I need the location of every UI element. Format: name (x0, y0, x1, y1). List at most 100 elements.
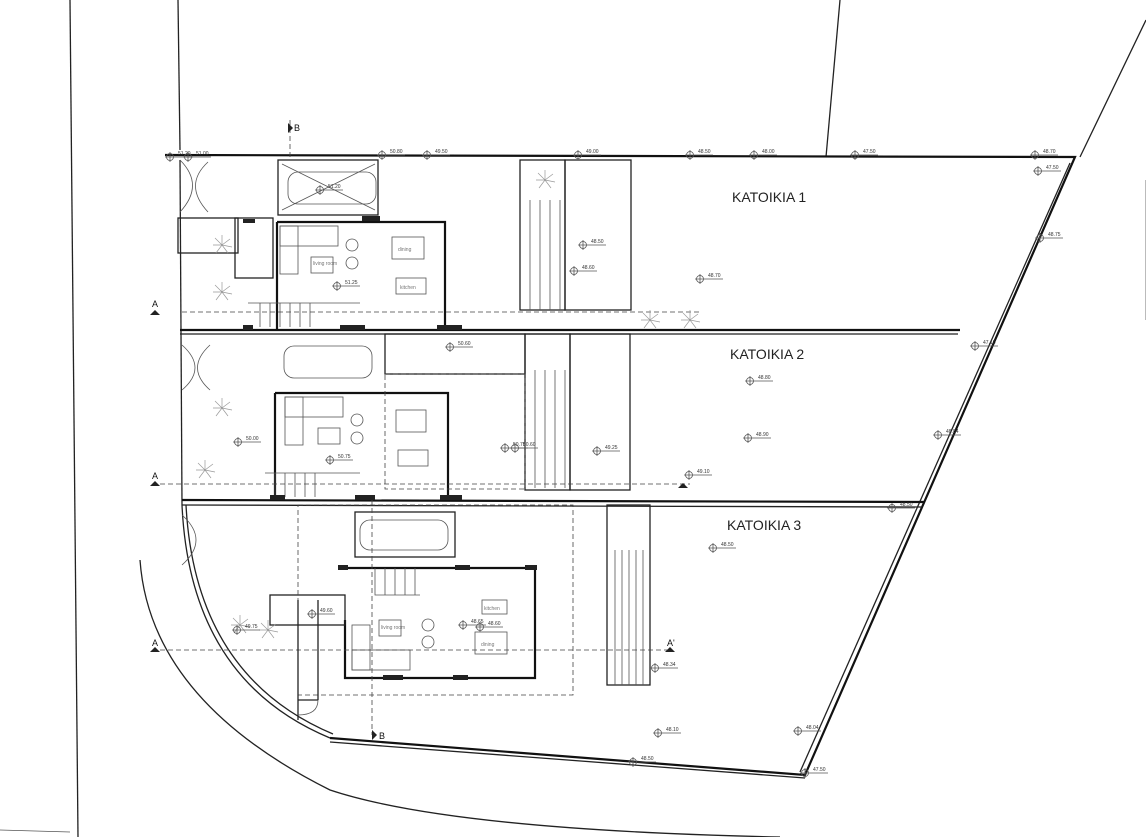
room-label-kitchen-3: kitchen (484, 606, 500, 612)
elevation-marker: 47.50 (1033, 165, 1061, 176)
elevation-value: 50.60 (523, 442, 536, 448)
trees (196, 170, 701, 639)
car-icon (287, 171, 377, 205)
car-icon (283, 345, 373, 379)
elevation-marker: 48.70 (695, 273, 723, 284)
elevation-marker: 49.75 (232, 624, 260, 635)
elevation-value: 48.80 (758, 375, 771, 381)
elevation-marker: 49.25 (592, 445, 620, 456)
elevation-value: 48.75 (1048, 232, 1061, 238)
elevation-marker: 48.75 (1035, 232, 1063, 243)
elevation-marker: 51.25 (332, 280, 360, 291)
dining-table-icon (391, 236, 425, 260)
elevation-value: 48.50 (900, 502, 913, 508)
house-1: living room dining kitchen (177, 159, 700, 330)
elevation-value: 48.50 (641, 756, 654, 762)
elevation-value: 51.25 (345, 280, 358, 286)
elevation-value: 48.50 (698, 149, 711, 155)
elevation-marker: 48.65 (458, 619, 486, 630)
elevation-value: 48.10 (666, 727, 679, 733)
section-a-label: A (152, 299, 158, 309)
elevation-marker: 51.20 (315, 184, 343, 195)
elevation-value: 50.75 (338, 454, 351, 460)
elevation-marker: 48.70 (1030, 149, 1058, 160)
stairs-terrace (519, 159, 566, 311)
left-inner-line (177, 0, 181, 151)
house-3: living room dining kitchen (160, 504, 670, 720)
section-a-prime-label: A' (667, 638, 675, 648)
elevation-marker: 48.50 (708, 542, 736, 553)
right-road-line (1079, 19, 1146, 158)
section-b-label: B (379, 731, 385, 741)
elevation-value: 48.70 (708, 273, 721, 279)
plot-divider-line (181, 504, 923, 508)
car-icon (359, 519, 449, 551)
elevation-marker: 48.84 (933, 429, 961, 440)
elevation-value: 47.10 (983, 340, 996, 346)
room-label-kitchen: kitchen (400, 285, 416, 291)
elevation-marker: 50.80 (377, 149, 405, 160)
elevation-value: 49.00 (586, 149, 599, 155)
section-a-label: A (152, 471, 158, 481)
elevation-marker: 51.00 (183, 151, 211, 162)
elevation-value: 51.20 (328, 184, 341, 190)
elevation-value: 47.50 (863, 149, 876, 155)
room-label-dining: dining (398, 247, 412, 253)
elevation-value: 48.60 (582, 265, 595, 271)
elevation-value: 48.90 (756, 432, 769, 438)
section-a-label: A (152, 638, 158, 648)
elevation-marker: 48.10 (653, 727, 681, 738)
elevation-value: 50.70 (513, 442, 526, 448)
elevation-marker: 48.50 (578, 239, 606, 250)
elevation-value: 48.84 (946, 429, 959, 435)
elevation-marker: 48.00 (749, 149, 777, 160)
garage-parking (277, 159, 379, 216)
elevation-marker: 49.60 (307, 608, 335, 619)
plot-label-1: KATOIKIA 1 (732, 189, 806, 205)
elevation-value: 49.10 (697, 469, 710, 475)
plot-label-3: KATOIKIA 3 (727, 517, 801, 533)
elevation-marker: 48.90 (743, 432, 771, 443)
elevation-marker: 48.50 (685, 149, 713, 160)
elevation-value: 51.00 (196, 151, 209, 157)
elevation-marker: 48.04 (793, 725, 821, 736)
elevation-marker: 50.60 (445, 341, 473, 352)
section-b-label: B (294, 123, 300, 133)
dining-table-icon (395, 409, 427, 433)
elevation-marker: 48.60 (569, 265, 597, 276)
elevation-marker: 49.50 (422, 149, 450, 160)
elevation-value: 49.50 (435, 149, 448, 155)
elevation-marker: 50.60 (510, 442, 538, 453)
elevation-marker: 50.75 (325, 454, 353, 465)
elevation-value: 49.60 (320, 608, 333, 614)
room-label-dining-3: dining (481, 642, 495, 648)
elevation-marker: 50.00 (233, 436, 261, 447)
plot-divider-2-3 (181, 498, 926, 504)
sofa-icon (351, 624, 371, 671)
north-line (825, 0, 841, 158)
elevation-marker: 47.10 (970, 340, 998, 351)
elevation-marker: 48.80 (745, 375, 773, 386)
elevation-value: 48.70 (1043, 149, 1056, 155)
elevation-value: 48.65 (471, 619, 484, 625)
kitchen-island-icon (395, 277, 427, 295)
elevation-value: 48.04 (806, 725, 819, 731)
room-label-living: living room (313, 261, 337, 267)
elevation-marker: 47.50 (850, 149, 878, 160)
elevation-value: 48.60 (488, 621, 501, 627)
elevation-value: 50.00 (246, 436, 259, 442)
elevation-value: 50.60 (458, 341, 471, 347)
room-label-living-3: living room (381, 625, 405, 631)
elevation-value: 48.00 (762, 149, 775, 155)
elevation-value: 49.25 (605, 445, 618, 451)
dining-table-icon (474, 631, 508, 655)
elevation-markers: 51.20 51.00 50.80 49.50 49.00 48.50 48.00 47.50… (165, 149, 1063, 778)
road-curve (139, 559, 781, 837)
elevation-value: 49.75 (245, 624, 258, 630)
section-markers: A A A A' B B (150, 120, 688, 741)
elevation-marker: 47.50 (800, 767, 828, 778)
left-border-line (69, 0, 79, 837)
elevation-value: 47.50 (813, 767, 826, 773)
kitchen-island-icon (481, 599, 508, 615)
